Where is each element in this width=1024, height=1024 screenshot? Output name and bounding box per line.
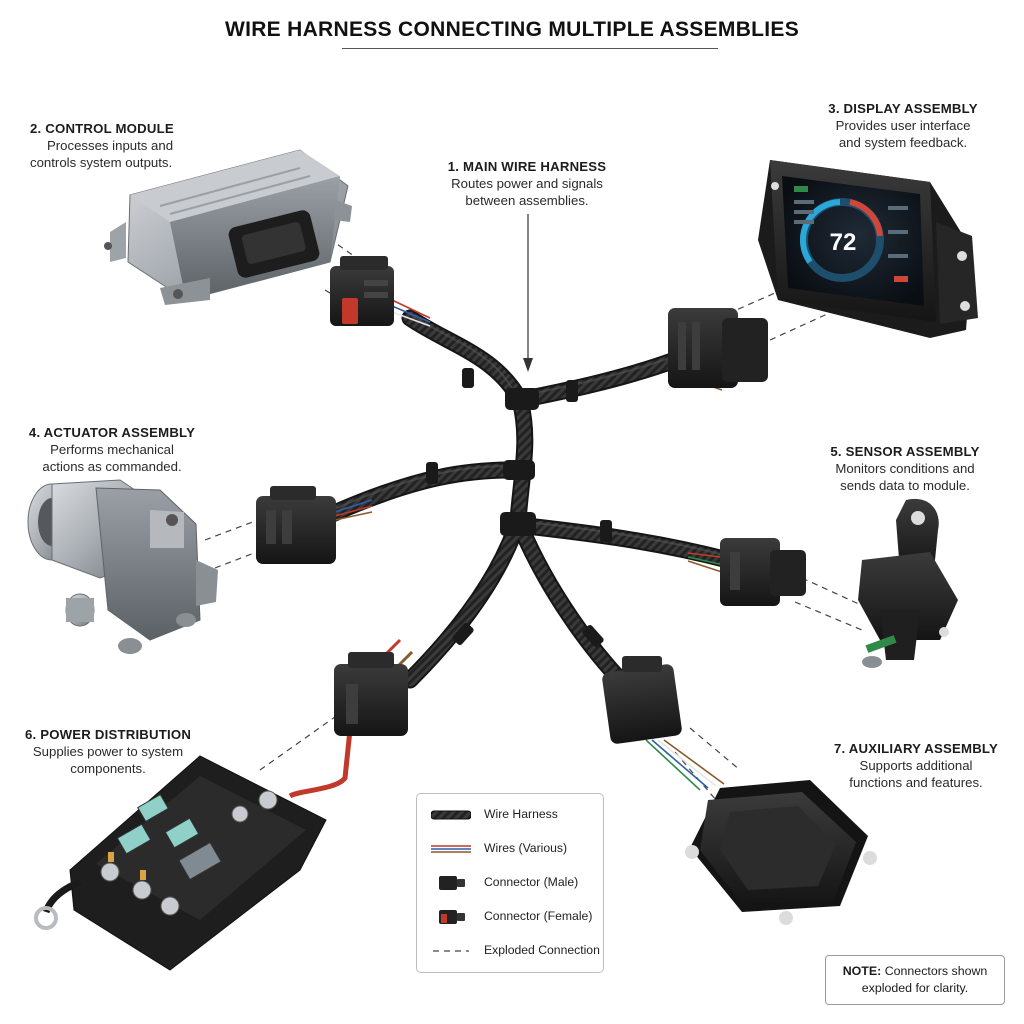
junction-clip-3 <box>500 512 536 536</box>
harness-clips <box>426 368 612 647</box>
label-control-module: 2. CONTROL MODULE Processes inputs and c… <box>30 120 190 171</box>
sensor-assembly-desc-1: Monitors conditions and <box>835 461 975 476</box>
clip-f <box>582 625 604 647</box>
title-underline <box>342 48 718 49</box>
auxiliary-assembly <box>685 780 877 925</box>
junction-clip-2 <box>503 460 535 480</box>
sensor-assembly-desc-2: sends data to module. <box>840 478 970 493</box>
connector-actuator-male <box>256 486 336 564</box>
dash-display-2 <box>769 309 837 341</box>
power-distribution-desc-1: Supplies power to system <box>32 744 184 759</box>
dash-actuator <box>204 519 259 541</box>
clip-e <box>452 623 474 645</box>
connector-control-female <box>330 256 394 326</box>
control-module-assembly <box>104 149 352 305</box>
dash-sensor-2 <box>794 601 863 631</box>
note-label: NOTE: <box>842 964 882 978</box>
label-sensor-assembly: 5. SENSOR ASSEMBLY Monitors conditions a… <box>820 443 990 494</box>
page-title: WIRE HARNESS CONNECTING MULTIPLE ASSEMBL… <box>224 18 800 41</box>
control-module-heading: 2. CONTROL MODULE <box>30 121 174 136</box>
legend-item-exploded: Exploded Connection <box>417 941 603 961</box>
display-reading: 72 <box>830 229 857 256</box>
power-distribution-heading: 6. POWER DISTRIBUTION <box>24 727 192 742</box>
actuator-assembly <box>27 479 218 654</box>
main-harness-desc-1: Routes power and signals <box>451 176 603 191</box>
control-module-desc-2: controls system outputs. <box>30 155 173 170</box>
label-display-assembly: 3. DISPLAY ASSEMBLY Provides user interf… <box>810 100 996 151</box>
dashed-line-swatch <box>433 950 469 952</box>
label-main-harness: 1. MAIN WIRE HARNESS Routes power and si… <box>430 158 624 209</box>
legend-label: Exploded Connection <box>484 943 600 957</box>
auxiliary-assembly-heading: 7. AUXILIARY ASSEMBLY <box>834 741 998 756</box>
display-assembly-desc-2: and system feedback. <box>838 135 968 150</box>
clip-d <box>600 520 612 542</box>
male-connector-swatch <box>439 876 465 890</box>
legend: Wire Harness Wires (Various) Connector (… <box>416 793 604 973</box>
label-power-distribution: 6. POWER DISTRIBUTION Supplies power to … <box>18 726 198 777</box>
dash-sensor <box>801 577 873 611</box>
legend-label: Connector (Female) <box>484 909 593 923</box>
main-harness-pointer <box>523 214 533 372</box>
auxiliary-assembly-desc-1: Supports additional <box>859 758 973 773</box>
clip-c <box>426 462 438 484</box>
sensor-assembly-heading: 5. SENSOR ASSEMBLY <box>830 444 980 459</box>
harness-swatch <box>431 810 471 820</box>
connector-sensor-male <box>720 538 806 606</box>
legend-label: Connector (Male) <box>484 875 579 889</box>
clip-a <box>462 368 474 388</box>
power-distribution-assembly <box>34 755 327 971</box>
dash-actuator-2 <box>214 549 263 569</box>
legend-label: Wires (Various) <box>484 841 568 855</box>
actuator-assembly-desc-2: actions as commanded. <box>42 459 182 474</box>
legend-item-wire-harness: Wire Harness <box>417 805 603 825</box>
connector-auxiliary-male <box>602 656 682 744</box>
auxiliary-assembly-desc-2: functions and features. <box>849 775 983 790</box>
control-module-desc-1: Processes inputs and <box>46 138 174 153</box>
power-distribution-desc-2: components. <box>70 761 146 776</box>
note-text-1: Connectors shown <box>884 964 988 978</box>
legend-item-wires: Wires (Various) <box>417 839 603 859</box>
sensor-assembly <box>858 498 958 668</box>
clip-b <box>566 380 578 402</box>
connector-power-male <box>334 652 408 736</box>
legend-label: Wire Harness <box>484 807 558 821</box>
actuator-assembly-heading: 4. ACTUATOR ASSEMBLY <box>28 425 196 440</box>
label-auxiliary-assembly: 7. AUXILIARY ASSEMBLY Supports additiona… <box>822 740 1010 791</box>
main-harness-heading: 1. MAIN WIRE HARNESS <box>447 159 607 174</box>
display-assembly-desc-1: Provides user interface <box>835 118 971 133</box>
display-assembly-heading: 3. DISPLAY ASSEMBLY <box>828 101 978 116</box>
actuator-assembly-desc-1: Performs mechanical <box>50 442 174 457</box>
junction-clip-1 <box>505 388 539 410</box>
connector-display-male <box>668 308 768 388</box>
main-harness-desc-2: between assemblies. <box>465 193 589 208</box>
dash-power <box>259 711 343 771</box>
wires-swatch <box>431 845 471 853</box>
legend-item-connector-female: Connector (Female) <box>417 907 603 927</box>
female-connector-swatch <box>439 910 465 924</box>
display-assembly: 72 <box>758 160 978 338</box>
legend-item-connector-male: Connector (Male) <box>417 873 603 893</box>
label-actuator-assembly: 4. ACTUATOR ASSEMBLY Performs mechanical… <box>22 424 202 475</box>
note-text-2: exploded for clarity. <box>861 981 969 995</box>
note-box: NOTE: Connectors shown exploded for clar… <box>825 955 1005 1005</box>
